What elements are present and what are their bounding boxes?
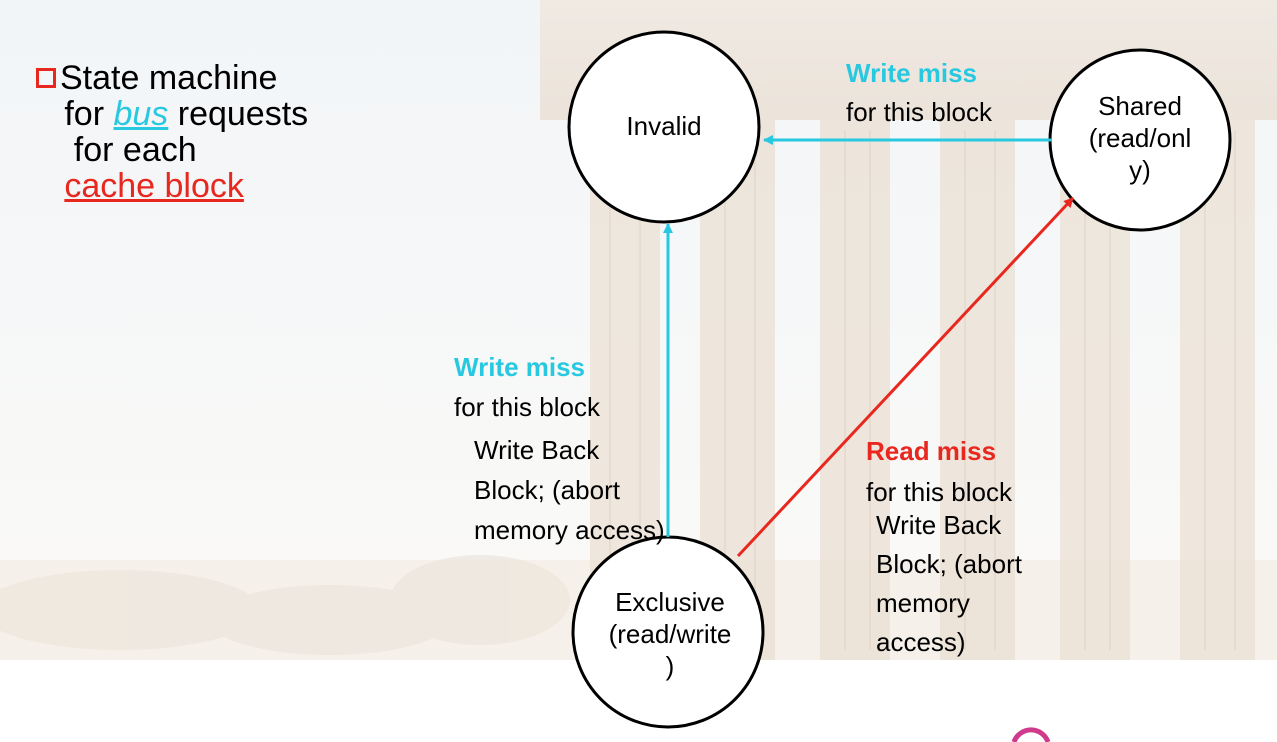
state-invalid-label: Invalid (624, 111, 704, 141)
bullet-line-2: for bus requests (64, 95, 309, 133)
arc-shared-invalid-sub: for this block (846, 97, 992, 127)
bullet-line-3: for each (64, 131, 197, 169)
state-exclusive-label: Exclusive (read/write ) (608, 587, 732, 681)
arc-exclusive-shared-title: Read miss (866, 436, 997, 466)
accent-dot-fragment (1011, 727, 1051, 742)
arc-exclusive-invalid-title: Write miss (454, 352, 586, 382)
arc-exclusive-invalid-sub: for this block (454, 392, 600, 422)
cache-block-link: cache block (64, 167, 244, 205)
arc-exclusive-invalid-action-2: Block; (abort (474, 475, 620, 505)
arc-exclusive-shared-action-1: Write Back (876, 510, 1002, 540)
bullet-line-1: State machine (36, 60, 308, 96)
arc-shared-invalid-title: Write miss (846, 58, 978, 88)
arc-exclusive-shared-sub: for this block (866, 477, 1012, 507)
square-bullet-icon (36, 68, 56, 88)
state-shared-label: Shared (read/onl y) (1088, 91, 1192, 185)
arc-exclusive-to-shared (736, 196, 1075, 558)
arc-exclusive-invalid-action-3: memory access) (474, 515, 665, 545)
arc-exclusive-invalid-action-1: Write Back (474, 435, 600, 465)
arc-exclusive-shared-action-2: Block; (abort (876, 549, 1022, 579)
bullet-text: State machine for bus requests for each … (36, 60, 308, 204)
arc-exclusive-shared-action-3: memory (876, 588, 970, 618)
arc-exclusive-shared-action-4: access) (876, 627, 966, 657)
bullet-line-4: cache block (36, 168, 308, 204)
bus-link: bus (113, 95, 169, 133)
